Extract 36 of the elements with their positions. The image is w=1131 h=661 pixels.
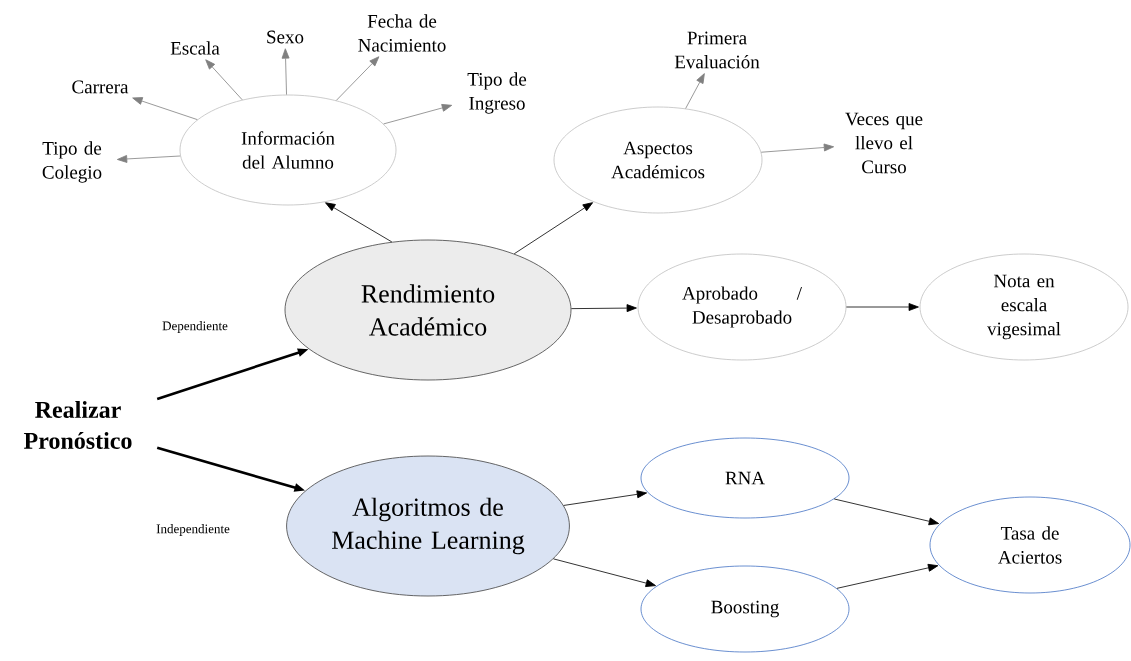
ellipse-node: Algoritmos de Machine Learning [286, 455, 570, 597]
arrow [836, 563, 939, 589]
topic-label: Sexo [267, 30, 304, 44]
main-label: Realizar Pronóstico [23, 401, 132, 449]
ellipse-node: Tasa de Aciertos [929, 496, 1131, 594]
topic-label: Tipo de Ingreso [467, 72, 527, 114]
ellipse-node: Nota en escala vigesimal [919, 253, 1129, 361]
arrow [553, 558, 656, 587]
topic-label: Fecha de Nacimiento [358, 14, 446, 52]
arrow [383, 104, 453, 125]
arrow [760, 143, 835, 153]
arrow [132, 97, 198, 121]
ellipse-node: Información del Alumno [179, 94, 397, 206]
arrow [281, 48, 290, 95]
topic-label: Carrera [72, 80, 129, 94]
topic-label: Escala [170, 41, 220, 55]
arrow [513, 202, 593, 255]
topic-label: Tipo de Colegio [42, 141, 102, 183]
topic-label: Veces que llevo el Curso [845, 112, 923, 174]
arrow [563, 490, 648, 506]
arrow [571, 304, 637, 313]
arrow [335, 56, 380, 101]
arrow [325, 202, 393, 243]
edge-label: Independiente [155, 523, 231, 537]
ellipse-node: Boosting [640, 565, 850, 653]
ellipse-node: Rendimiento Académico [284, 239, 572, 381]
ellipse-node: Aspectos Académicos [553, 106, 763, 214]
edge-label: Dependiente [161, 320, 229, 334]
arrow [846, 303, 919, 311]
arrow [116, 155, 181, 163]
ellipse-node: RNA [640, 437, 850, 519]
arrow [833, 498, 940, 526]
topic-label: Primera Evaluación [674, 31, 760, 69]
arrow [685, 73, 705, 109]
arrow [205, 59, 243, 101]
ellipse-node: Aprobado / Desaprobado [637, 253, 847, 361]
